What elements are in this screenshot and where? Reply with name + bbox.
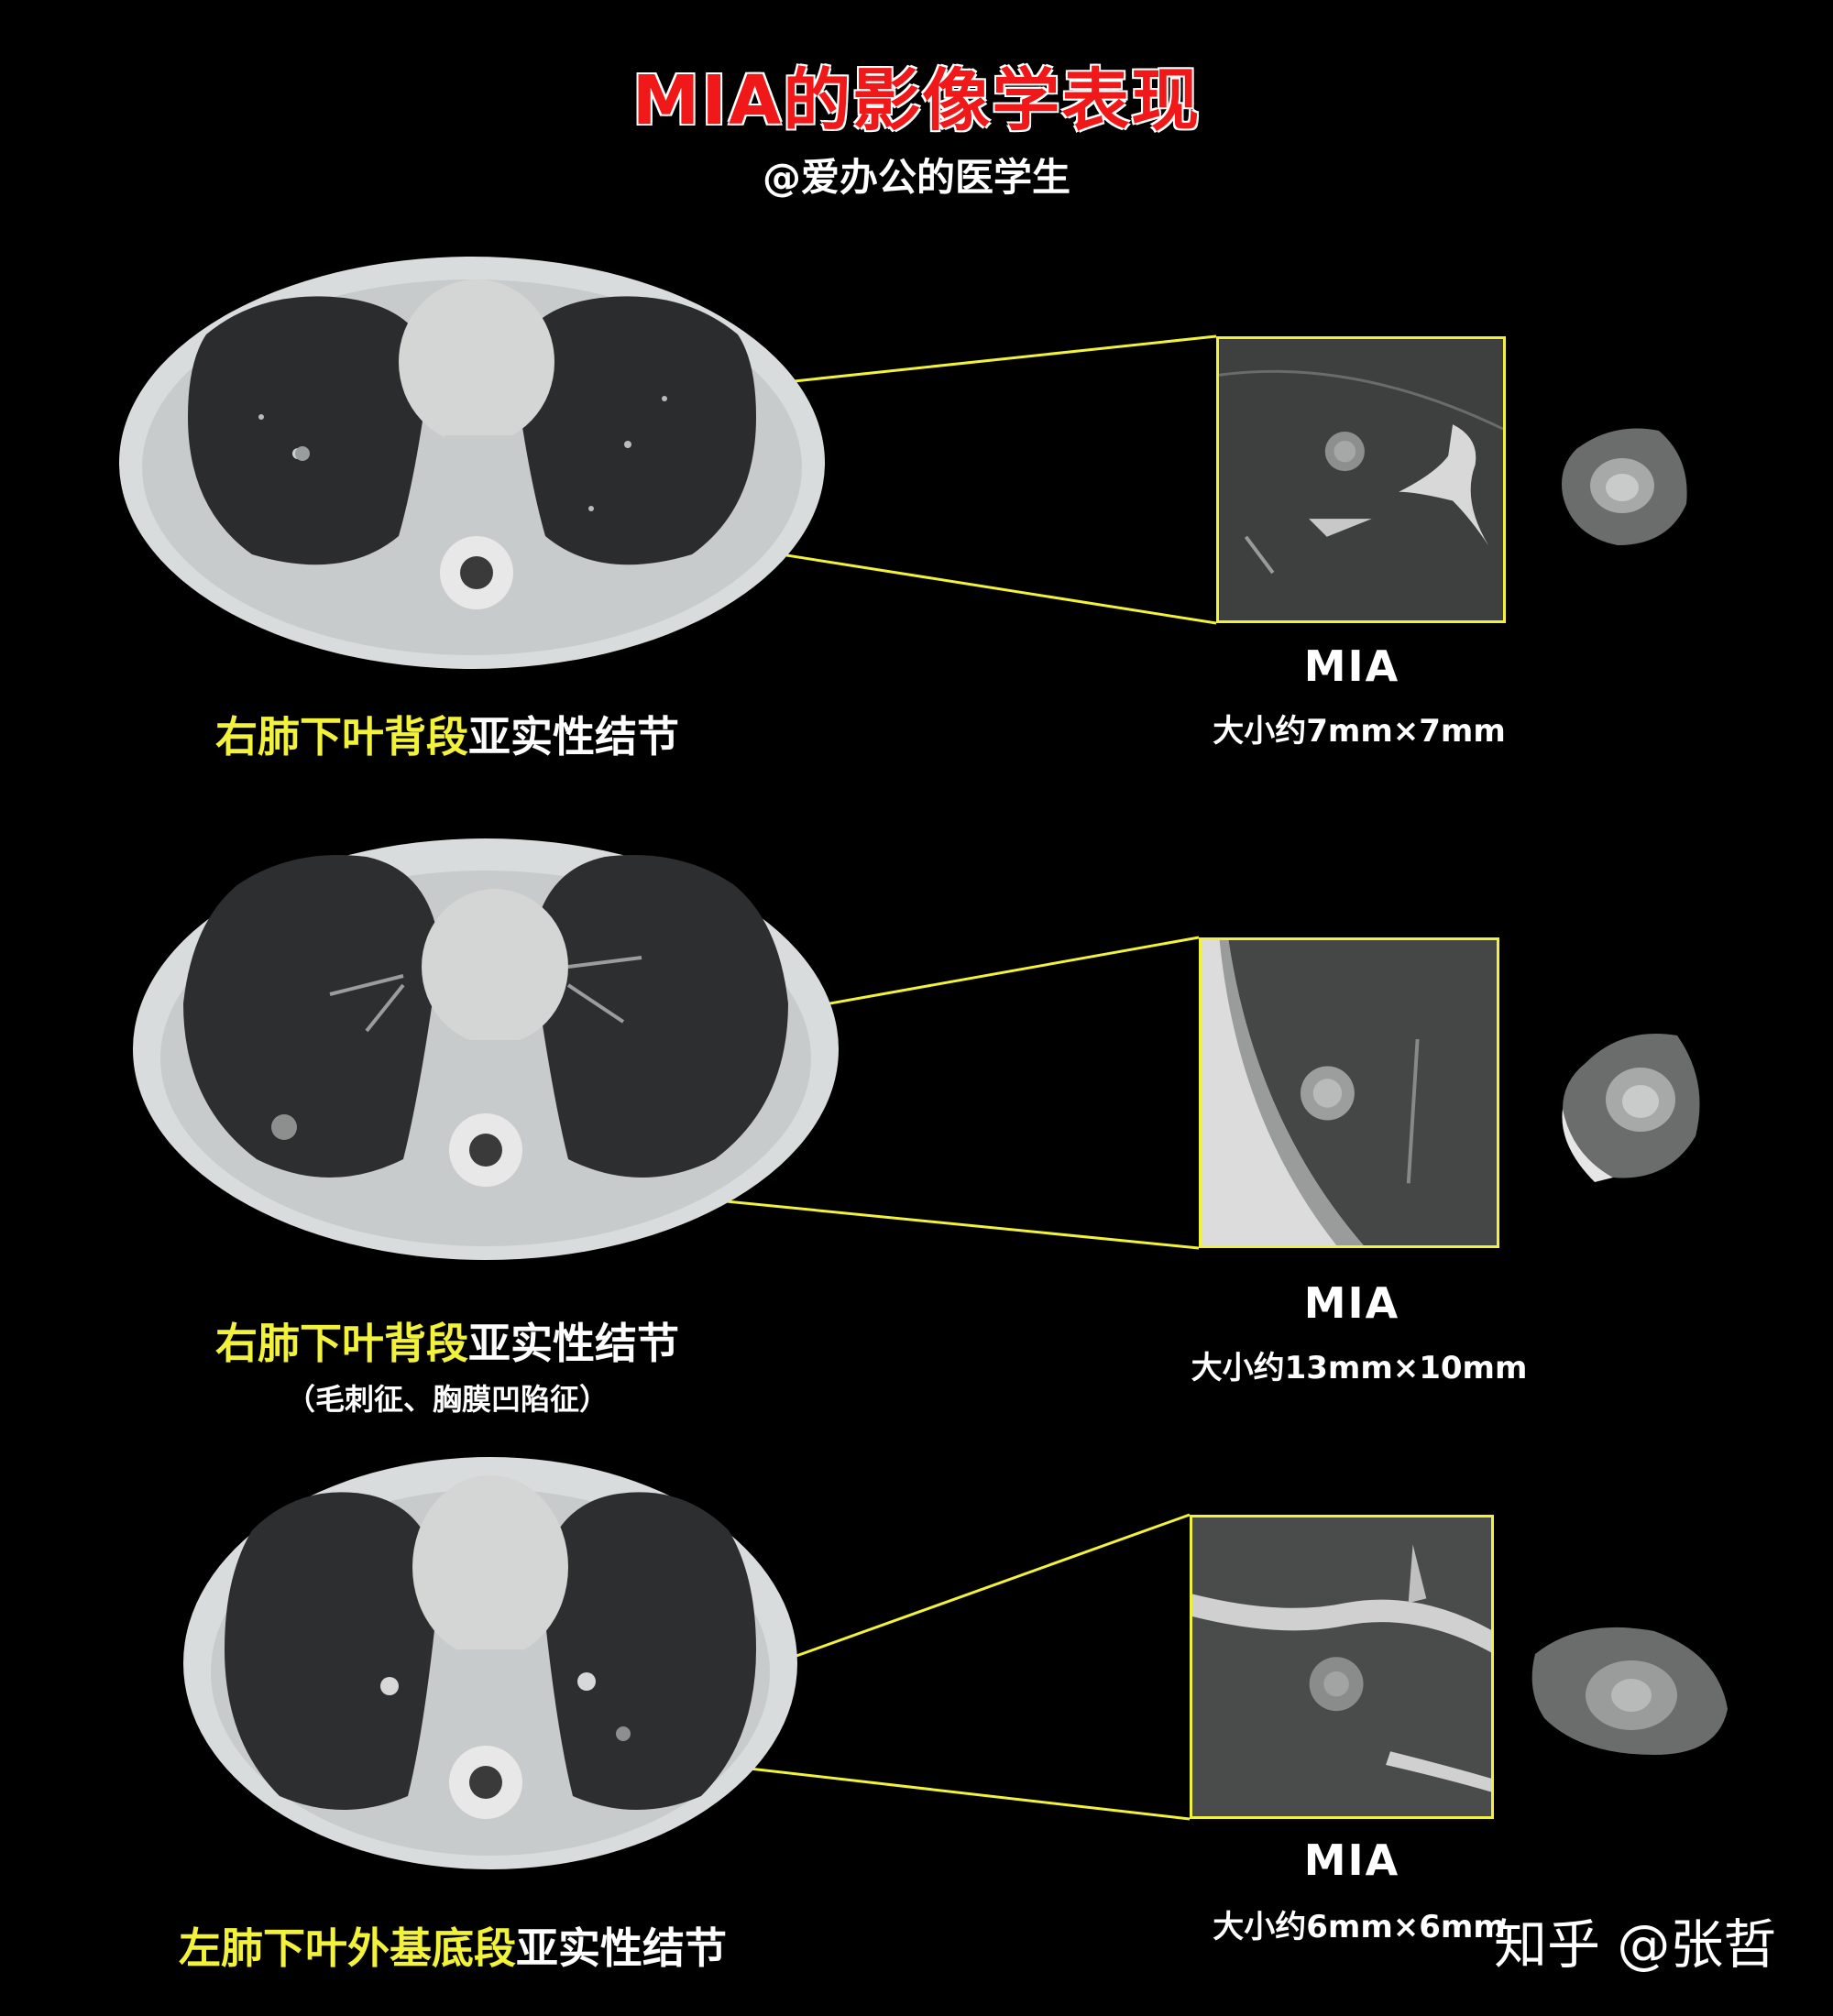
- nodule-render-1: [1562, 428, 1687, 545]
- mia-label-2: MIA: [1303, 1278, 1400, 1328]
- nodule-render-2: [1562, 1034, 1700, 1182]
- location-highlight-1: 右肺下叶背段: [215, 712, 468, 761]
- location-label-3: 左肺下叶外基底段亚实性结节: [179, 1915, 727, 1976]
- size-label-1: 大小约7mm×7mm: [1213, 713, 1506, 750]
- zoom-box-3: [1190, 1515, 1494, 1819]
- location-label-1: 右肺下叶背段亚实性结节: [215, 704, 679, 764]
- size-label-2: 大小约13mm×10mm: [1191, 1350, 1528, 1386]
- ct-scan-3: [183, 1457, 797, 1869]
- mia-label-1: MIA: [1303, 641, 1400, 691]
- location-label-2: 右肺下叶背段亚实性结节: [215, 1310, 679, 1371]
- zoom-box-2: [1199, 937, 1499, 1248]
- zoom-box-1: [1216, 336, 1506, 623]
- ct-scan-2: [133, 838, 839, 1260]
- page-subtitle: @爱办公的医学生: [762, 155, 1070, 200]
- watermark: 知乎 @张哲: [1494, 1913, 1777, 1976]
- location-rest-2: 亚实性结节: [468, 1319, 679, 1368]
- note-label-2: （毛刺征、胸膜凹陷征）: [286, 1382, 609, 1417]
- ct-scan-1: [119, 257, 825, 669]
- size-label-3: 大小约6mm×6mm: [1213, 1909, 1506, 1945]
- mia-label-3: MIA: [1303, 1835, 1400, 1885]
- location-rest-1: 亚实性结节: [468, 712, 679, 761]
- nodule-render-3: [1531, 1627, 1728, 1755]
- location-rest-3: 亚实性结节: [516, 1923, 727, 1973]
- page-title: MIA的影像学表现: [631, 61, 1202, 140]
- location-highlight-2: 右肺下叶背段: [215, 1319, 468, 1368]
- location-highlight-3: 左肺下叶外基底段: [179, 1923, 516, 1973]
